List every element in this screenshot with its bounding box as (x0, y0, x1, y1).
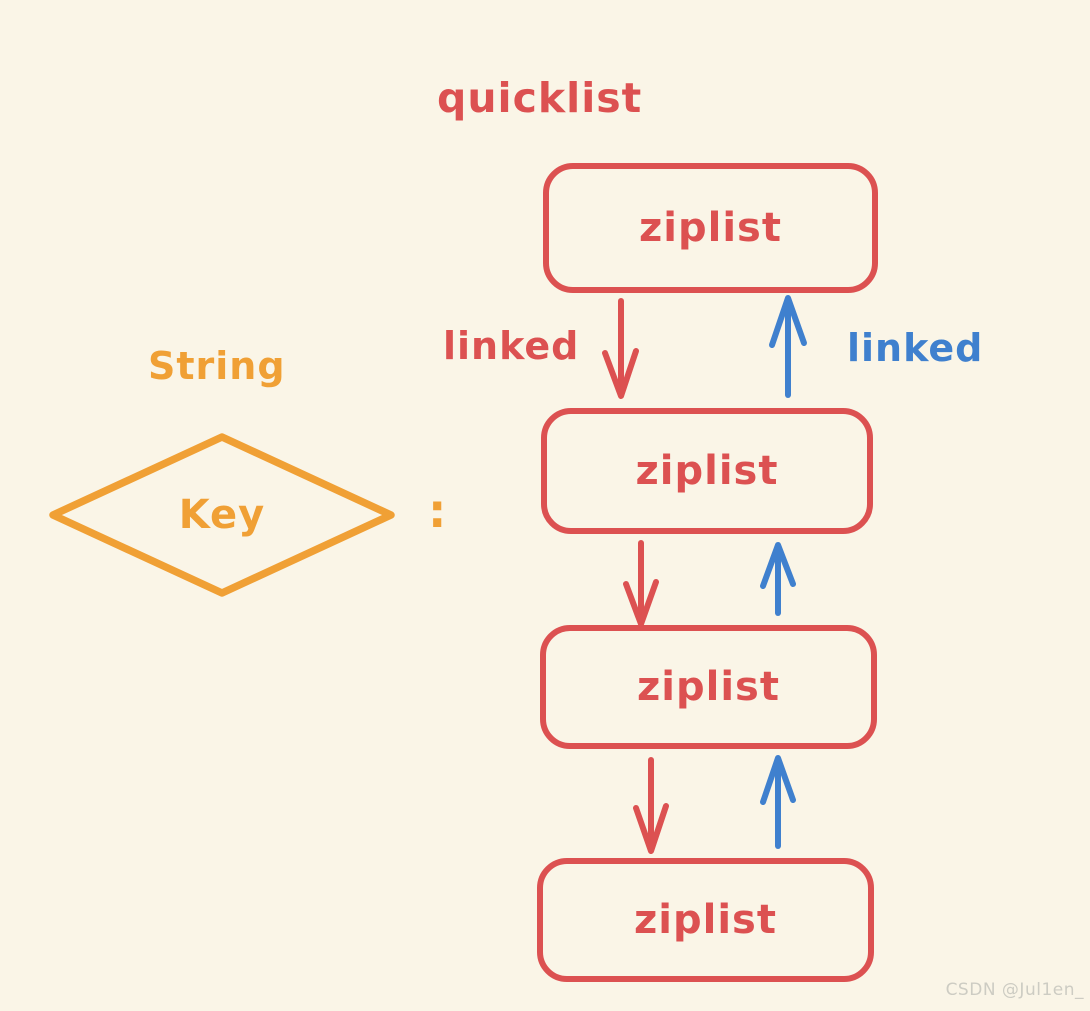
down-arrow-icon-3 (626, 757, 676, 855)
colon-separator: : (428, 484, 448, 538)
up-arrow-icon-3 (753, 755, 803, 849)
up-arrow-icon-1 (763, 294, 813, 398)
linked-label-down: linked (443, 324, 580, 368)
ziplist-node-3-label: ziplist (637, 664, 780, 710)
ziplist-node-2: ziplist (541, 408, 873, 534)
down-arrow-icon-2 (616, 540, 666, 628)
down-arrow-icon-1 (596, 298, 646, 400)
ziplist-node-1: ziplist (543, 163, 878, 293)
key-diamond-shape (46, 430, 398, 600)
string-type-label: String (148, 344, 286, 388)
ziplist-node-3: ziplist (540, 625, 877, 749)
up-arrow-icon-2 (753, 542, 803, 616)
ziplist-node-4-label: ziplist (634, 897, 777, 943)
linked-label-up: linked (847, 326, 984, 370)
ziplist-node-2-label: ziplist (635, 448, 779, 494)
ziplist-node-4: ziplist (537, 858, 874, 982)
diamond-icon (49, 433, 395, 597)
key-label: Key (178, 492, 266, 538)
quicklist-title: quicklist (437, 74, 643, 122)
csdn-watermark: CSDN @Jul1en_ (945, 980, 1084, 1000)
ziplist-node-1-label: ziplist (639, 205, 782, 251)
